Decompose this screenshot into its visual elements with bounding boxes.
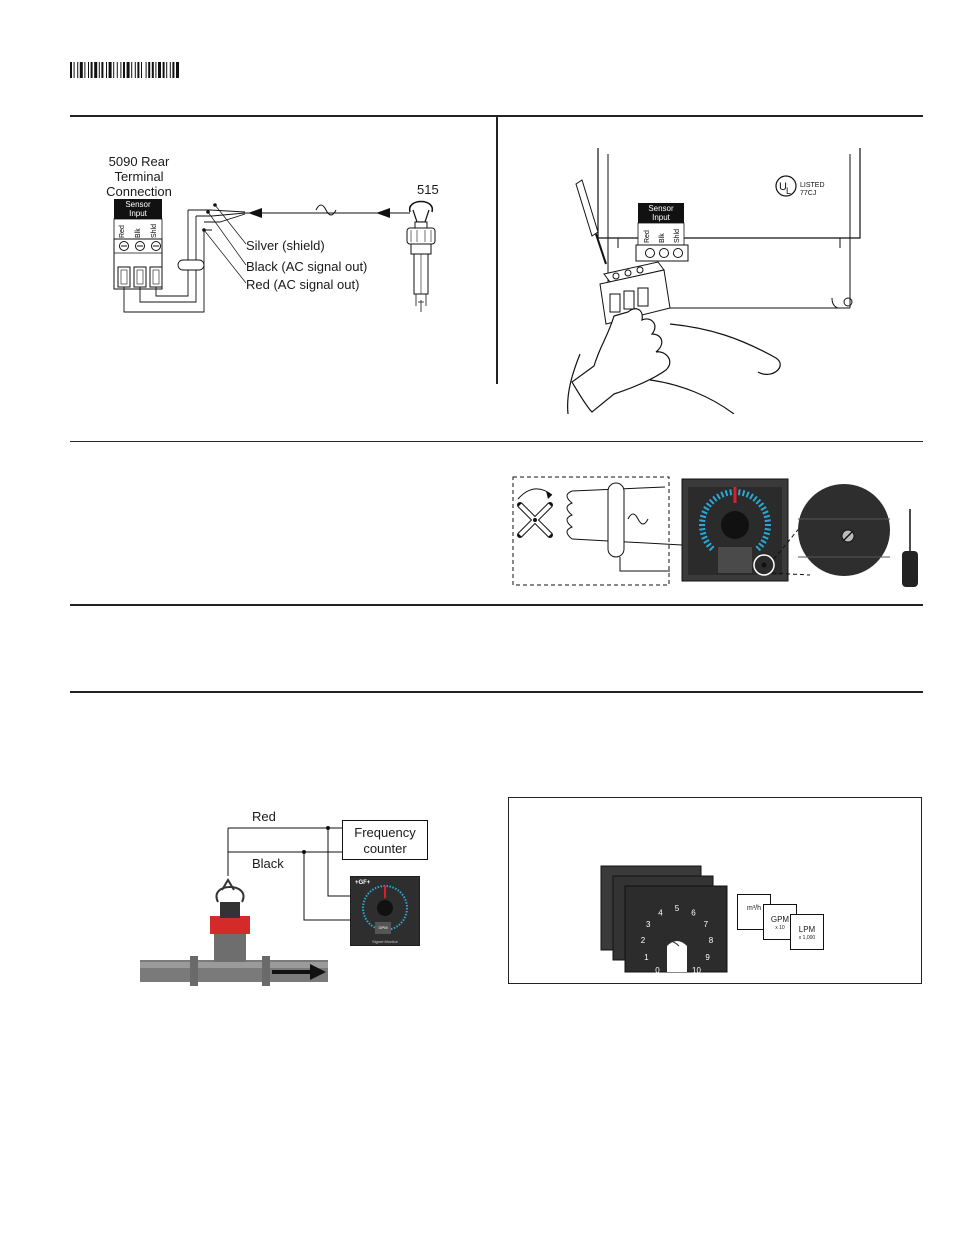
dial-number: 1 <box>644 953 649 962</box>
frequency-counter-line2: counter <box>363 841 407 856</box>
sensor-model-label: 515 <box>417 182 439 197</box>
frequency-counter-box: Frequency counter <box>342 820 428 860</box>
dial-number: 4 <box>658 908 663 917</box>
barcode <box>70 62 238 78</box>
monitor-unit-text: GPM <box>378 925 387 930</box>
dial-number: 5 <box>675 904 680 913</box>
red-wire-label: Red <box>252 809 276 824</box>
sensor-input-header <box>114 199 162 219</box>
unit-card-lpm-mult: x 1,000 <box>798 935 816 941</box>
ul-code-text: 77CJ <box>800 190 816 197</box>
wire-black-label: Black (AC signal out) <box>246 259 368 274</box>
rule-3 <box>70 604 923 606</box>
ul-listed-text: LISTED <box>800 182 825 189</box>
term-label-shld: Shld <box>151 224 158 238</box>
signet-monitor: +GF+ GPM Signet Monitor <box>349 875 421 947</box>
wiring-diagram: 5090 Rear Terminal Connection 515 Silver… <box>80 150 480 330</box>
panel-sensor-input-2: Input <box>652 213 671 222</box>
sensor-input-text-2: Input <box>129 209 148 218</box>
rule-2 <box>70 441 923 442</box>
wiring-schematic: Sensor Input Red Blk Shld <box>113 199 436 313</box>
term-label-red: Red <box>119 225 126 238</box>
screwdriver-icon <box>902 509 918 587</box>
signet-monitor-graphic: +GF+ GPM Signet Monitor <box>349 875 421 947</box>
unit-card-m3h-label: m³/h <box>747 905 761 912</box>
term-label-blk: Blk <box>135 228 142 238</box>
dial-number: 3 <box>646 920 651 929</box>
dial-number: 9 <box>705 953 710 962</box>
wire-red-label: Red (AC signal out) <box>246 277 360 292</box>
dial-number: 8 <box>709 936 714 945</box>
terminal-title-2: Terminal <box>114 169 164 184</box>
calibration-illustration <box>510 475 930 590</box>
frequency-test-graphic <box>140 826 350 986</box>
panel-term-shld: Shld <box>674 229 681 243</box>
rotor-icon <box>517 488 553 538</box>
sensor-515-icon <box>406 200 436 312</box>
ul-listed-mark: U L LISTED 77CJ <box>775 175 825 197</box>
terminal-title-3: Connection <box>106 184 172 199</box>
calibration-graphic <box>512 476 918 587</box>
svg-text:L: L <box>786 186 791 196</box>
top-rule <box>70 115 923 117</box>
vertical-divider <box>496 117 498 384</box>
dial-number: 10 <box>692 966 701 975</box>
frequency-test-illustration: Red Black Frequency counter +GF+ <box>140 806 440 991</box>
panel-install-graphic: U L LISTED 77CJ Sensor Input Red Blk Shl… <box>567 148 861 415</box>
unit-card-lpm-label: LPM <box>798 925 816 934</box>
panel-term-blk: Blk <box>659 233 666 243</box>
dial-number: 2 <box>641 936 646 945</box>
dial-cards-graphic: 01 234 5 678 9 10 <box>600 865 728 975</box>
black-wire-label: Black <box>252 856 284 871</box>
sensor-input-text-1: Sensor <box>125 200 151 209</box>
terminal-title-1: 5090 Rear <box>108 154 170 169</box>
panel-install-illustration: U L LISTED 77CJ Sensor Input Red Blk Shl… <box>560 148 870 415</box>
barcode-graphic <box>70 62 179 78</box>
dial-number: 7 <box>704 920 709 929</box>
monitor-footer-text: Signet Monitor <box>372 939 398 944</box>
panel-sensor-input-1: Sensor <box>648 204 674 213</box>
panel-term-red: Red <box>644 230 651 243</box>
frequency-counter-line1: Frequency <box>354 825 416 840</box>
dial-number: 0 <box>655 966 660 975</box>
dial-number: 6 <box>691 908 696 917</box>
unit-card-gpm-label: GPM <box>770 915 790 924</box>
svg-text:U: U <box>779 181 787 193</box>
unit-card-gpm-mult: x 10 <box>775 925 785 931</box>
rule-4 <box>70 691 923 693</box>
unit-card-lpm: LPM x 1,000 <box>790 914 824 950</box>
wire-shield-label: Silver (shield) <box>246 238 325 253</box>
gf-logo-text: +GF+ <box>355 880 371 886</box>
